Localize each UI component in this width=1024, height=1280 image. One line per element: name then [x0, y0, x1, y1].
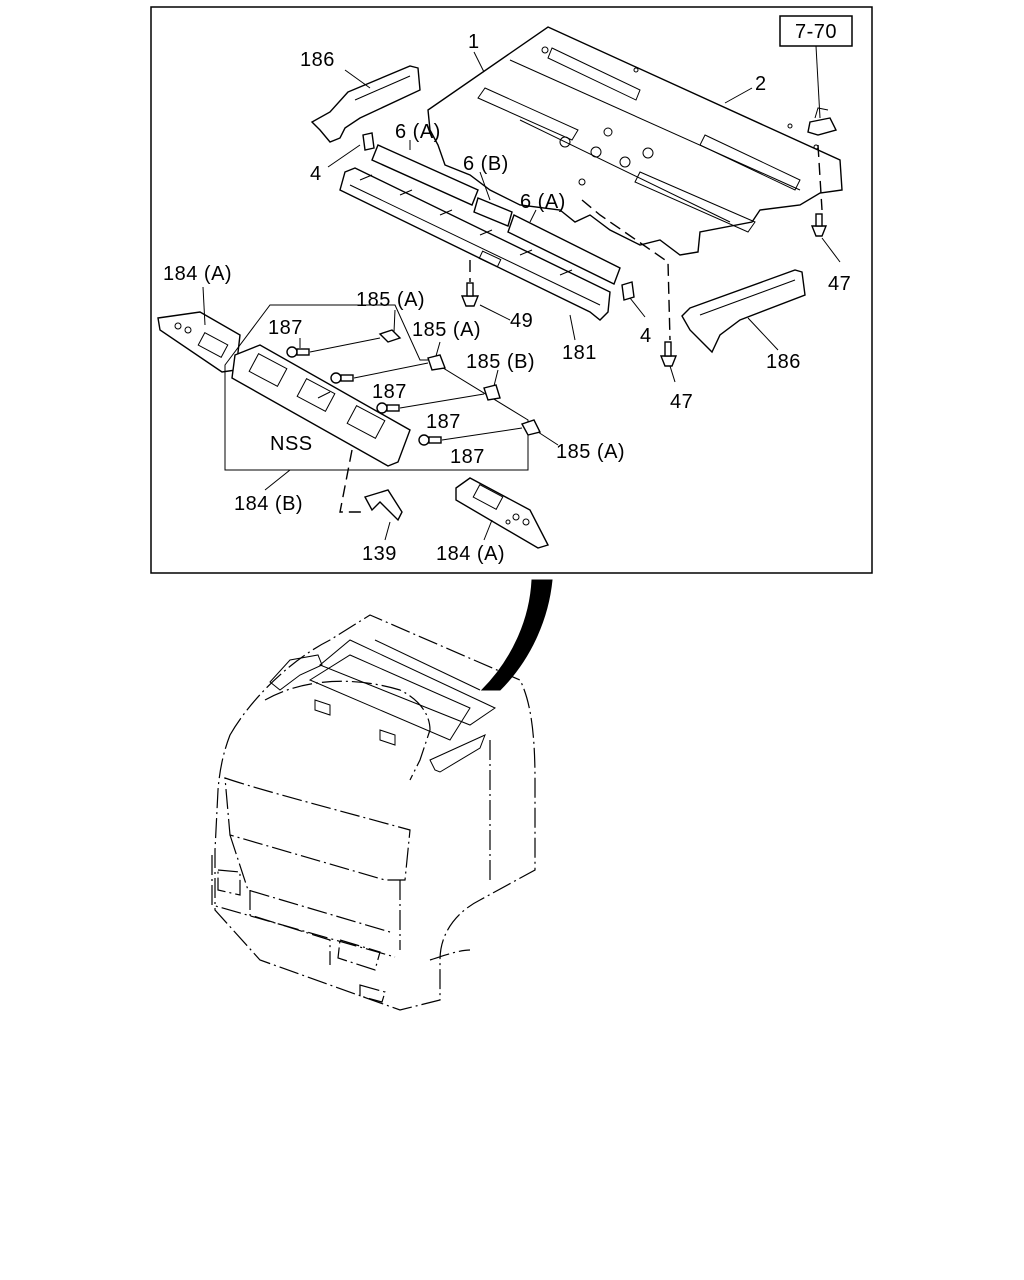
screw-part-47-upper	[810, 213, 828, 237]
clip-part-4-right	[621, 281, 635, 301]
diagram-frame	[150, 6, 873, 574]
label-part-1: 1	[468, 31, 480, 53]
label-part-47-upper: 47	[828, 273, 851, 295]
pillar-trim-part-186-right	[681, 269, 806, 354]
screw-part-47-lower	[659, 341, 678, 367]
label-part-185b: 185 (B)	[466, 351, 535, 373]
reference-box-label: 7-70	[795, 21, 837, 43]
label-nss: NSS	[270, 433, 313, 455]
strip-part-6a-right	[507, 214, 621, 285]
label-part-6a-left: 6 (A)	[395, 121, 441, 143]
bolt-part-187-2	[330, 372, 354, 384]
truck-cab-illustration	[211, 614, 536, 1011]
label-part-187-1: 187	[268, 317, 303, 339]
label-part-185a-1: 185 (A)	[356, 289, 425, 311]
clip-part-185b	[483, 384, 501, 401]
hook-part-139	[363, 489, 403, 522]
label-part-139: 139	[362, 543, 397, 565]
label-part-6a-right: 6 (A)	[520, 191, 566, 213]
clip-part-185a-3	[520, 419, 542, 436]
callout-labels: 1 2 186 6 (A) 4 6 (B) 6 (A) 47 184 (A) 1…	[163, 31, 851, 565]
label-part-185a-3: 185 (A)	[556, 441, 625, 463]
panel-group-outline	[224, 304, 529, 471]
label-part-6b: 6 (B)	[463, 153, 509, 175]
bolt-part-187-3	[376, 402, 400, 414]
label-part-184b: 184 (B)	[234, 493, 303, 515]
label-part-185a-2: 185 (A)	[412, 319, 481, 341]
front-rail-part-181	[339, 167, 611, 321]
bolt-part-187-4	[418, 434, 442, 446]
label-part-186-right: 186	[766, 351, 801, 373]
clip-part-185a-2	[427, 354, 446, 371]
callout-arrow	[480, 579, 553, 691]
strip-part-6b	[473, 197, 513, 227]
lamp-unit-part-184a-bottom	[455, 477, 550, 549]
screw-part-49	[460, 282, 480, 307]
lamp-unit-part-184a-left	[157, 311, 241, 373]
label-part-2: 2	[755, 73, 767, 95]
clip-part-185a-1	[378, 329, 402, 343]
label-part-4-left: 4	[310, 163, 322, 185]
clip-part-4-left	[362, 132, 375, 151]
pillar-trim-part-186-left	[310, 65, 421, 143]
console-panel-part-184b	[231, 344, 411, 467]
label-part-186-left: 186	[300, 49, 335, 71]
callout-leader-lines	[202, 51, 841, 541]
roof-panel-part-2	[427, 26, 843, 256]
label-part-49: 49	[510, 310, 533, 332]
label-part-47-lower: 47	[670, 391, 693, 413]
label-part-4-right: 4	[640, 325, 652, 347]
bolt-part-187-1	[286, 346, 310, 358]
label-part-187-3: 187	[426, 411, 461, 433]
strip-part-6a-left	[371, 144, 479, 206]
label-part-184a-left: 184 (A)	[163, 263, 232, 285]
label-part-187-2: 187	[372, 381, 407, 403]
label-part-187-4: 187	[450, 446, 485, 468]
label-part-181: 181	[562, 342, 597, 364]
label-part-184a-bottom: 184 (A)	[436, 543, 505, 565]
mount-dashed-line	[581, 199, 671, 341]
roof-clip	[807, 107, 838, 136]
reference-box[interactable]: 7-70	[779, 15, 853, 47]
